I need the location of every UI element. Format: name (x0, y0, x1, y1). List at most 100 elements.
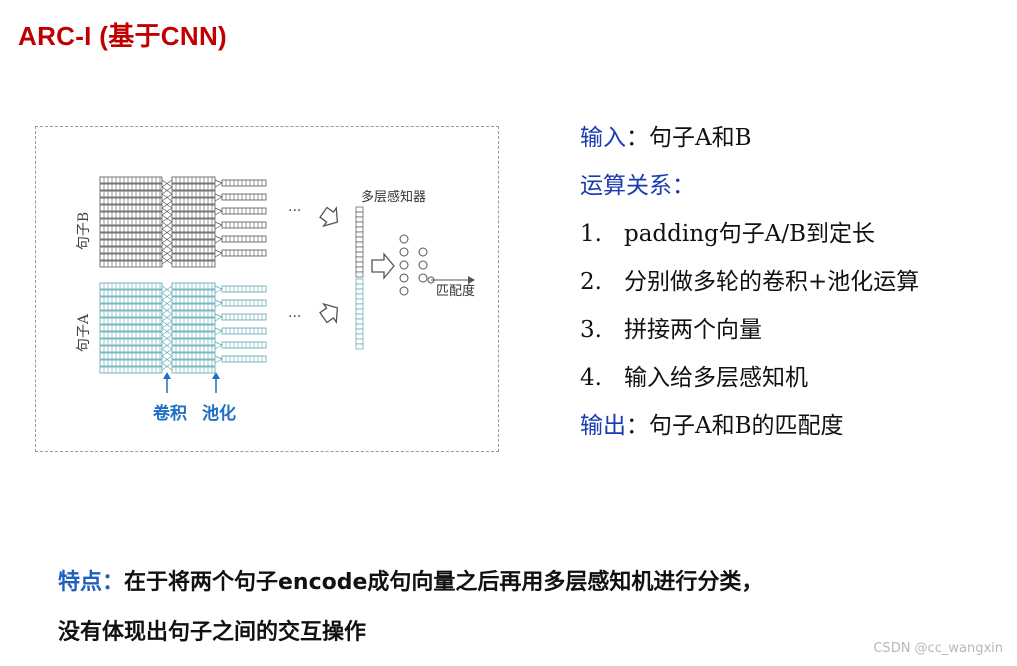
pooled-feature-row (221, 235, 267, 243)
input-word-row (99, 260, 163, 268)
input-word-row (99, 338, 163, 346)
pool-link (214, 210, 223, 216)
conv-link (161, 186, 173, 195)
step-item-3: 3. 拼接两个向量 (580, 310, 762, 344)
conv-link (161, 320, 173, 329)
neuron (418, 273, 428, 283)
vector-cell (355, 288, 364, 295)
step-text: 拼接两个向量 (624, 317, 762, 343)
conv-link (161, 214, 173, 223)
pool-link (214, 193, 223, 198)
vector-cell (355, 231, 364, 238)
conv-link (161, 362, 173, 371)
input-word-row (99, 324, 163, 332)
mlp-label: 多层感知器 (361, 189, 426, 205)
pool-link (214, 252, 223, 258)
pool-link (214, 249, 223, 254)
input-line: 输入：句子A和B (580, 118, 752, 152)
pooled-feature-row (221, 327, 267, 335)
neuron (399, 273, 409, 283)
conv-feature-row (171, 359, 216, 367)
step-item-4: 4.输入给多层感知机 (580, 358, 808, 392)
pooled-feature-row (221, 341, 267, 349)
input-word-row (99, 176, 163, 184)
vector-cell (355, 251, 364, 258)
conv-link (161, 327, 173, 336)
input-word-row (99, 303, 163, 311)
input-word-row (99, 197, 163, 205)
conv-link (161, 235, 173, 244)
conv-link (161, 299, 173, 308)
pool-link (214, 285, 223, 290)
ops-label: 运算关系： (580, 173, 695, 199)
sentence-b-vector (355, 206, 364, 278)
step-number: 3. (580, 317, 602, 343)
input-word-row (99, 246, 163, 254)
vector-cell (355, 236, 364, 243)
vector-cell (355, 256, 364, 263)
conv-link (161, 256, 173, 265)
conv-feature-row (171, 303, 216, 311)
conv-link (161, 200, 173, 209)
pool-link (214, 358, 223, 364)
conv-pointer-head (163, 372, 171, 379)
conv-link (161, 292, 173, 301)
feature-text-1: 在于将两个句子encode成句向量之后再用多层感知机进行分类， (124, 570, 764, 595)
pool-link (214, 238, 223, 244)
input-word-row (99, 345, 163, 353)
input-word-row (99, 204, 163, 212)
pool-link (214, 207, 223, 212)
output-line: 输出：句子A和B的匹配度 (580, 406, 844, 440)
step-text: padding句子A/B到定长 (624, 221, 876, 247)
input-word-row (99, 239, 163, 247)
conv-link (161, 249, 173, 258)
vector-cell (355, 271, 364, 278)
conv-feature-row (171, 338, 216, 346)
hollow-arrow-a (319, 302, 339, 324)
vector-cell (355, 246, 364, 253)
input-word-row (99, 225, 163, 233)
step-text: 分别做多轮的卷积+池化运算 (624, 269, 920, 295)
pool-link (214, 235, 223, 240)
neuron (399, 234, 409, 244)
output-arrow-head (468, 276, 475, 284)
hollow-arrow-merge (371, 252, 395, 280)
arc-i-diagram-svg: 句子B 句子A ··· ··· 多层感知器 匹配度 卷积 池化 (76, 176, 475, 424)
sentence-b-block (99, 176, 267, 268)
vector-cell (355, 318, 364, 325)
pool-link (214, 221, 223, 226)
input-word-row (99, 211, 163, 219)
output-label: 输出 (580, 413, 626, 439)
conv-feature-row (171, 253, 216, 261)
input-text: ：句子A和B (626, 125, 752, 151)
vector-cell (355, 298, 364, 305)
pool-link (214, 313, 223, 318)
vector-cell (355, 283, 364, 290)
sentence-b-label: 句子B (76, 212, 92, 250)
step-number: 2. (580, 269, 602, 295)
ellipsis-a: ··· (288, 309, 301, 325)
vector-cell (355, 241, 364, 248)
feature-section: 特点：在于将两个句子encode成句向量之后再用多层感知机进行分类， 没有体现出… (58, 564, 763, 646)
input-word-row (99, 366, 163, 374)
conv-feature-row (171, 282, 216, 290)
conv-feature-row (171, 204, 216, 212)
vector-cell (355, 221, 364, 228)
conv-feature-row (171, 211, 216, 219)
vector-cell (355, 278, 364, 285)
conv-link (161, 341, 173, 350)
conv-link (161, 285, 173, 294)
conv-label: 卷积 (152, 403, 187, 424)
conv-link (161, 348, 173, 357)
pool-link (214, 179, 223, 184)
input-word-row (99, 359, 163, 367)
input-word-row (99, 352, 163, 360)
neuron (418, 247, 428, 257)
vector-cell (355, 313, 364, 320)
vector-cell (355, 261, 364, 268)
pool-label: 池化 (202, 403, 236, 424)
ellipsis-b: ··· (288, 203, 301, 219)
pooled-feature-row (221, 355, 267, 363)
pooled-feature-row (221, 313, 267, 321)
input-word-row (99, 282, 163, 290)
